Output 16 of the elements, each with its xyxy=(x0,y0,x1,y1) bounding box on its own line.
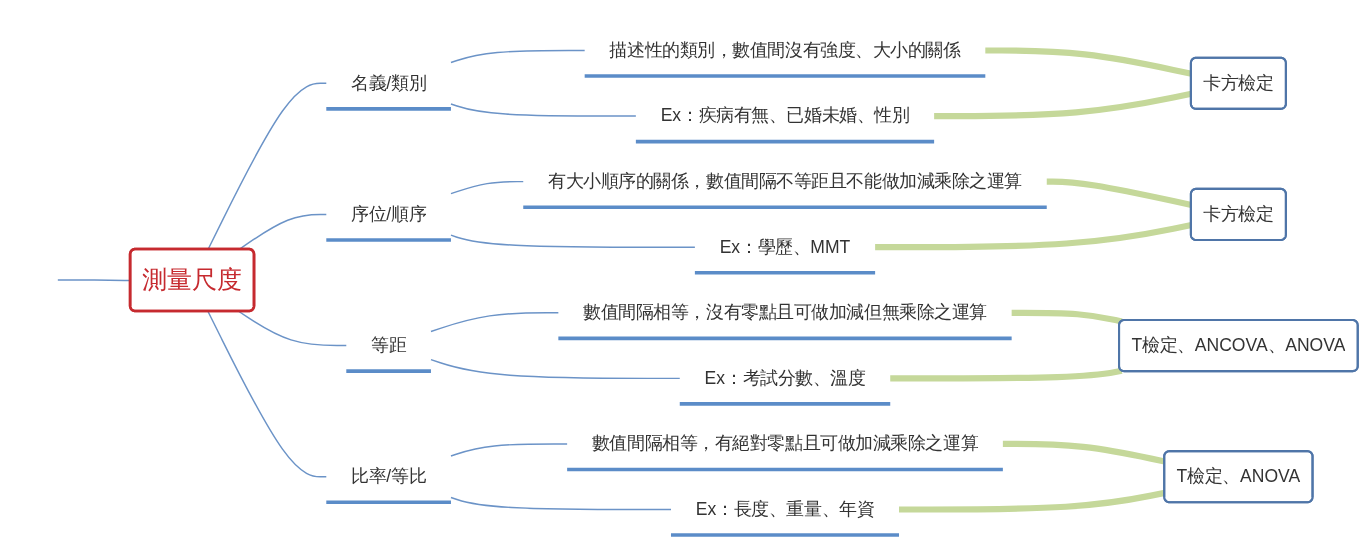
connector xyxy=(875,221,1193,251)
connector xyxy=(207,310,327,478)
connector xyxy=(430,358,681,380)
connector xyxy=(450,443,568,457)
connector xyxy=(450,49,586,64)
connector xyxy=(450,496,672,511)
connector xyxy=(1046,178,1193,208)
connector xyxy=(450,234,696,248)
connector xyxy=(450,103,637,117)
connector xyxy=(238,310,347,347)
connector xyxy=(890,367,1123,382)
connector xyxy=(985,47,1193,77)
connector xyxy=(450,180,524,195)
connector xyxy=(1011,309,1123,325)
connector xyxy=(430,312,560,333)
connector xyxy=(934,90,1193,120)
